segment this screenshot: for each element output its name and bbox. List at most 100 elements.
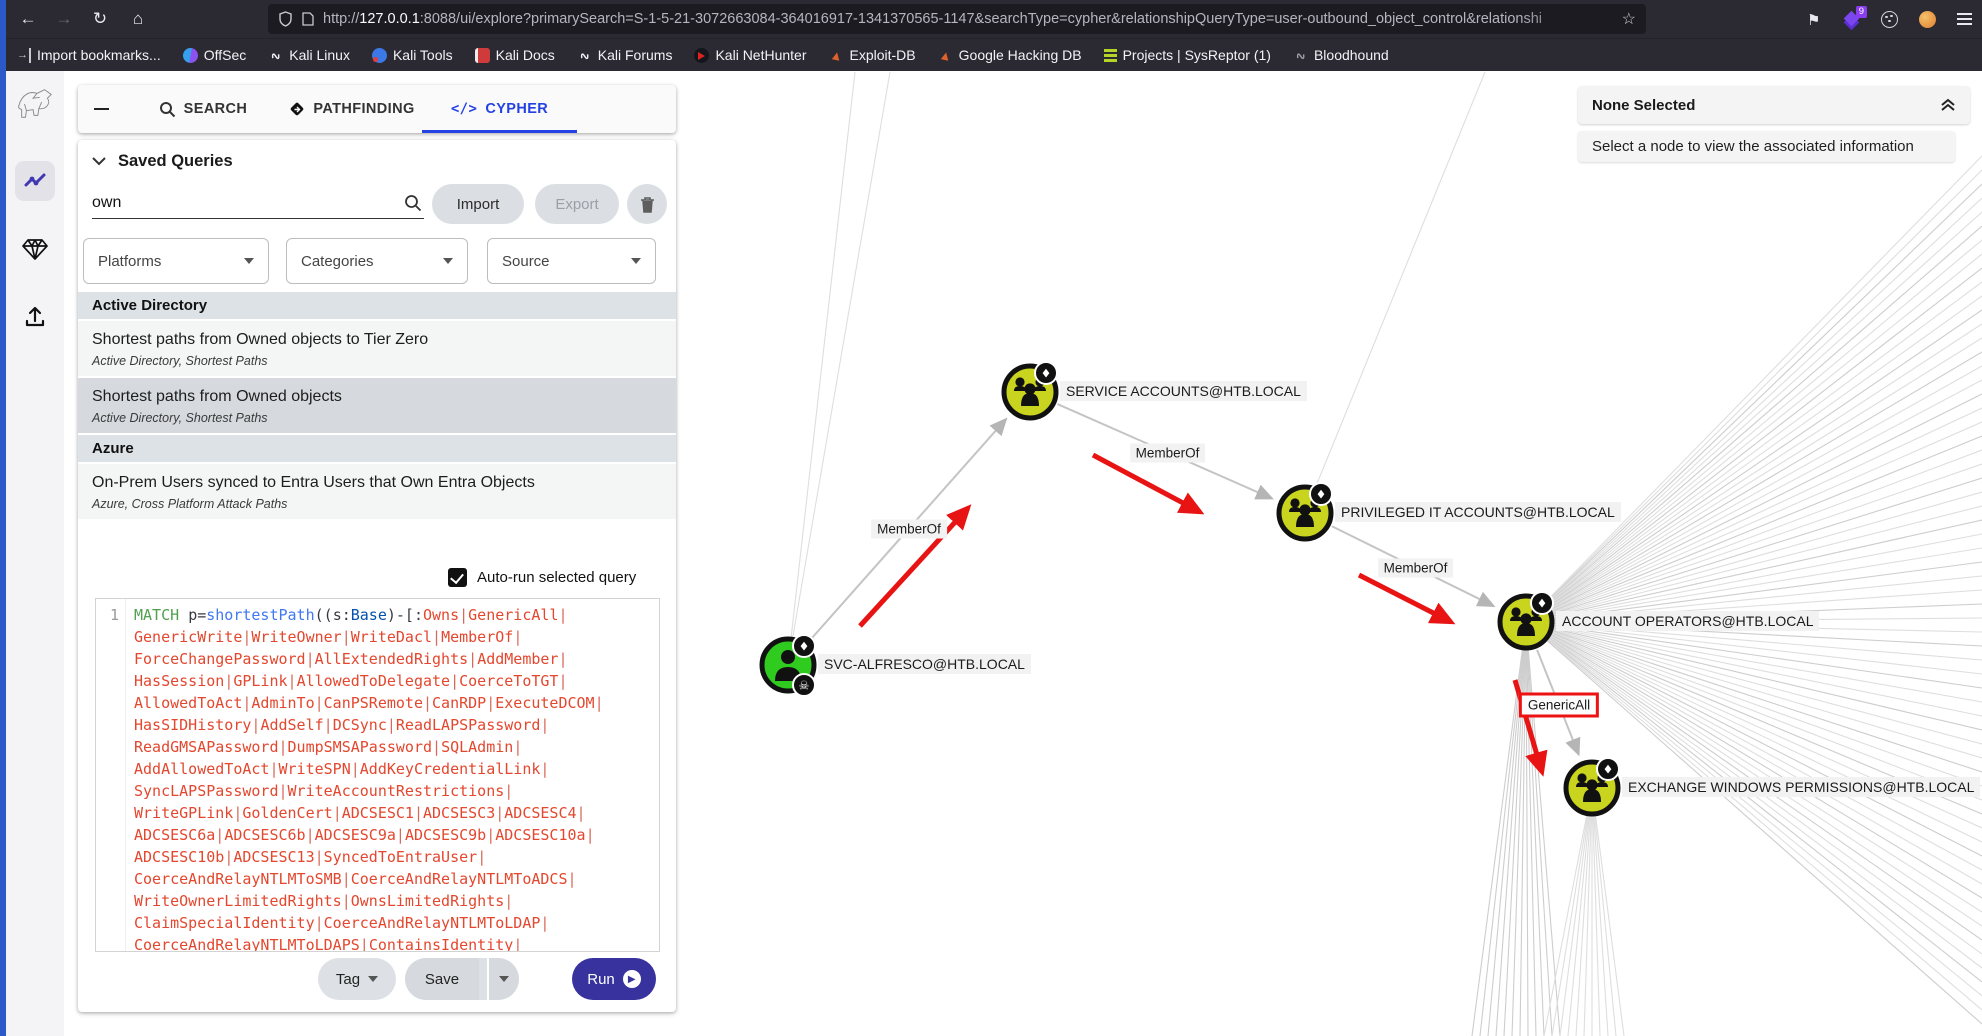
node-label[interactable]: PRIVILEGED IT ACCOUNTS@HTB.LOCAL [1335, 502, 1621, 522]
graph-edge-line [1525, 621, 1982, 983]
graph-node-svc[interactable]: ♦☠ [759, 634, 817, 697]
gem-badge-icon: ♦ [1596, 757, 1620, 781]
collapse-chevrons-icon[interactable] [1940, 98, 1956, 112]
graph-edge-line [1525, 281, 1982, 623]
bookmark-kali-docs[interactable]: Kali Docs [474, 47, 555, 63]
bookmark-exploitdb[interactable]: ▲Exploit-DB [828, 46, 916, 63]
collapse-panel-button[interactable] [78, 85, 124, 133]
graph-edge-line [1525, 621, 1982, 997]
cookie-extension-icon[interactable] [1881, 10, 1898, 28]
kali-docs-icon [474, 47, 490, 63]
graph-node-priv[interactable]: ♦ [1276, 482, 1334, 542]
back-icon[interactable]: ← [19, 9, 37, 28]
entity-info-panel-header[interactable]: None Selected [1578, 86, 1970, 124]
bookmark-kali-forums[interactable]: ∿Kali Forums [577, 47, 672, 64]
node-label[interactable]: SVC-ALFRESCO@HTB.LOCAL [818, 654, 1031, 674]
bookmark-ghdb[interactable]: ▲Google Hacking DB [937, 46, 1081, 63]
edge-label[interactable]: MemberOf [1377, 558, 1454, 577]
privilege-zones-button[interactable] [15, 229, 55, 269]
extension-flag-icon[interactable]: ⚑ [1807, 12, 1821, 29]
node-label[interactable]: SERVICE ACCOUNTS@HTB.LOCAL [1060, 381, 1307, 401]
tag-button[interactable]: Tag [318, 958, 396, 1000]
profile-avatar-icon[interactable] [1919, 10, 1936, 28]
reload-icon[interactable]: ↻ [92, 9, 108, 28]
forward-icon[interactable]: → [55, 9, 73, 28]
tab-search[interactable]: SEARCH [124, 85, 282, 133]
caret-down-icon [499, 976, 509, 982]
chevron-down-icon[interactable] [92, 157, 106, 166]
code-line: ReadGMSAPassword|DumpSMSAPassword|SQLAdm… [134, 738, 523, 756]
graph-edge-line [1525, 621, 1561, 1036]
graph-edge-line [1525, 621, 1545, 1036]
save-button[interactable]: Save [405, 958, 479, 1000]
gem-icon [22, 239, 48, 260]
graph-edge-line [1091, 452, 1205, 515]
bookmark-sysreptor[interactable]: Projects | SysReptor (1) [1103, 47, 1271, 63]
bookmark-bloodhound[interactable]: ∿Bloodhound [1293, 47, 1388, 64]
editor-code[interactable]: MATCH p=shortestPath((s:Base)-[:Owns|Gen… [126, 599, 604, 951]
autorun-row: Auto-run selected query [448, 568, 636, 587]
graph-edge-line [1525, 621, 1982, 717]
search-icon [159, 101, 175, 117]
bookmark-kali[interactable]: ∿Kali Linux [268, 47, 350, 64]
node-label[interactable]: EXCHANGE WINDOWS PERMISSIONS@HTB.LOCAL [1622, 777, 1981, 797]
import-button[interactable]: Import [432, 184, 524, 224]
save-menu-button[interactable] [487, 958, 519, 1000]
code-line: HasSession|GPLink|AllowedToDelegate|Coer… [134, 672, 568, 690]
bookmark-label: Exploit-DB [849, 47, 916, 63]
edge-label[interactable]: GenericAll [1518, 692, 1600, 718]
run-button[interactable]: Run▶ [572, 958, 656, 1000]
bookmark-kali-tools[interactable]: Kali Tools [371, 47, 453, 63]
graph-edge-line [1551, 787, 1593, 1036]
explore-nav-button[interactable] [15, 161, 55, 201]
graph-node-service[interactable]: ♦ [1001, 361, 1059, 421]
graph-node-exch[interactable]: ♦ [1563, 757, 1621, 817]
edge-label[interactable]: MemberOf [871, 519, 947, 538]
query-subtitle: Azure, Cross Platform Attack Paths [92, 497, 288, 511]
nethunter-icon [694, 47, 710, 63]
home-icon[interactable]: ⌂ [132, 9, 144, 28]
bookmark-label: Kali Linux [289, 47, 350, 63]
saved-query-item[interactable]: Shortest paths from Owned objects to Tie… [78, 321, 676, 376]
saved-queries-search-input[interactable] [92, 186, 424, 219]
graph-edge-line [1559, 787, 1593, 1036]
autorun-label: Auto-run selected query [477, 569, 637, 586]
tab-pathfinding[interactable]: PATHFINDING [282, 85, 422, 133]
bookmark-star-icon[interactable]: ☆ [1621, 11, 1636, 28]
caret-down-icon [244, 258, 254, 264]
graph-edge-line [1525, 533, 1982, 623]
graph-canvas[interactable]: ♦☠ ♦ ♦ ♦ ♦ SVC-ALFRESCO@HTB.LOCAL SERVICE ACC… [676, 71, 1982, 1036]
graph-edge-line [1304, 71, 1486, 514]
bookmark-nethunter[interactable]: Kali NetHunter [694, 47, 807, 63]
node-label[interactable]: ACCOUNT OPERATORS@HTB.LOCAL [1556, 611, 1820, 631]
adblock-badge: 9 [1855, 6, 1867, 18]
shield-icon[interactable] [278, 11, 293, 27]
filter-platforms[interactable]: Platforms [83, 238, 269, 284]
bookmark-import[interactable]: →Import bookmarks... [16, 47, 161, 63]
page-info-icon[interactable] [302, 12, 314, 26]
graph-edge-line [1525, 211, 1982, 623]
graph-node-acct[interactable]: ♦ [1497, 591, 1555, 651]
graph-edge-line [1525, 449, 1982, 623]
upload-button[interactable] [15, 297, 55, 337]
export-button[interactable]: Export [535, 184, 619, 224]
graph-edge-line [1525, 621, 1982, 913]
autorun-checkbox[interactable] [448, 568, 467, 587]
filter-categories[interactable]: Categories [286, 238, 468, 284]
tab-cypher[interactable]: </> CYPHER [422, 85, 577, 133]
filter-source[interactable]: Source [487, 238, 656, 284]
cypher-editor[interactable]: 1 MATCH p=shortestPath((s:Base)-[:Owns|G… [95, 598, 660, 952]
graph-edge-line [1525, 621, 1982, 787]
delete-query-button[interactable] [627, 184, 667, 224]
edge-label[interactable]: MemberOf [1129, 443, 1206, 462]
bookmark-offsec[interactable]: OffSec [182, 47, 246, 63]
menu-icon[interactable] [1957, 13, 1972, 25]
saved-query-item[interactable]: On-Prem Users synced to Entra Users that… [78, 464, 676, 519]
adblock-icon[interactable]: 9 [1843, 6, 1867, 31]
bloodhound-logo[interactable] [15, 83, 55, 123]
explore-tabs-bar: SEARCH PATHFINDING </> CYPHER [78, 85, 676, 133]
cypher-code-icon: </> [450, 101, 478, 117]
url-bar[interactable]: http://127.0.0.1:8088/ui/explore?primary… [268, 4, 1646, 34]
graph-edge-line [1575, 787, 1593, 1036]
